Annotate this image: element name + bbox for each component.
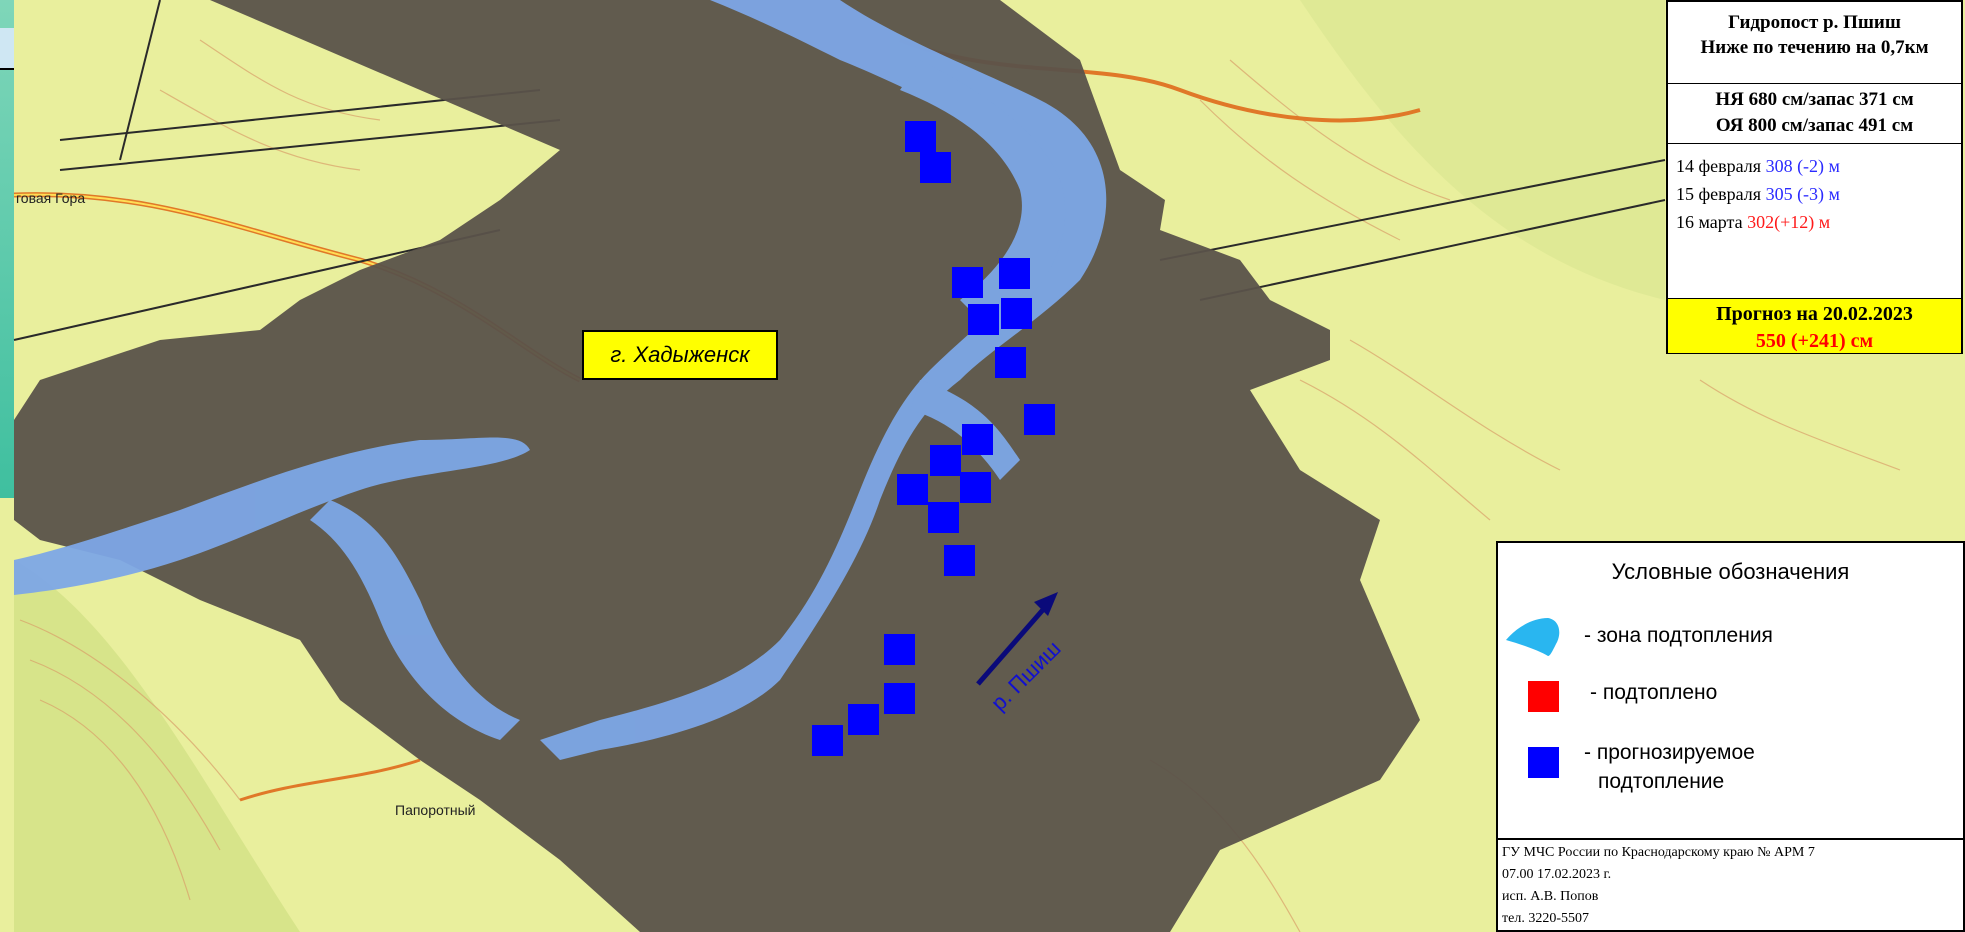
forecast-flood-marker xyxy=(962,424,993,455)
footer-phone: тел. 3220-5507 xyxy=(1502,911,1589,926)
forecast-title: Прогноз на 20.02.2023 xyxy=(1716,303,1913,325)
place-label-paporotny: Папоротный xyxy=(395,802,476,818)
forecast-flood-marker xyxy=(999,258,1030,289)
forecast-flood-marker xyxy=(944,545,975,576)
forecast-flood-marker xyxy=(905,121,936,152)
station-subtitle: Ниже по течению на 0,7км xyxy=(1700,37,1929,58)
place-label-gora: говая Гора xyxy=(16,190,85,206)
forecast-flood-marker xyxy=(897,474,928,505)
reading-value: 302(+12) xyxy=(1747,212,1815,232)
footer-date: 07.00 17.02.2023 г. xyxy=(1502,867,1612,882)
legend-title: Условные обозначения xyxy=(1611,559,1850,584)
forecast-flood-marker xyxy=(1024,404,1055,435)
forecast-value: 550 (+241) см xyxy=(1755,330,1874,352)
map-legend: Условные обозначения - зона подтопления … xyxy=(1496,541,1965,932)
flood-zone-swatch xyxy=(1506,618,1560,656)
legend-forecast-line1: - прогнозируемое xyxy=(1584,741,1755,764)
forecast-box: Прогноз на 20.02.2023 550 (+241) см xyxy=(1668,299,1961,353)
level-readings: 14 февраля 308 (-2) м 15 февраля 305 (-3… xyxy=(1668,144,1961,299)
legend-flood-zone: - зона подтопления xyxy=(1584,624,1773,647)
danger-levels: НЯ 680 см/запас 371 см ОЯ 800 см/запас 4… xyxy=(1668,84,1961,144)
forecast-flood-marker xyxy=(960,472,991,503)
contour-lines xyxy=(19,39,1901,932)
forecast-flood-marker xyxy=(848,704,879,735)
reading-unit: м xyxy=(1828,156,1840,176)
gauge-info-panel: Гидропост р. Пшиш Ниже по течению на 0,7… xyxy=(1666,0,1963,354)
footer-org: ГУ МЧС России по Краснодарскому краю № А… xyxy=(1502,845,1815,860)
legend-flooded: - подтоплено xyxy=(1590,681,1718,704)
forecast-flood-marker xyxy=(952,267,983,298)
reading-row: 15 февраля 305 (-3) м xyxy=(1676,180,1961,208)
town-label: г. Хадыженск xyxy=(582,330,778,380)
terrain-hill-top-right xyxy=(1300,0,1665,300)
river-arrow-head xyxy=(1034,592,1058,616)
reading-date: 16 марта xyxy=(1676,212,1743,232)
forecast-flood-marker xyxy=(812,725,843,756)
river-flow-arrow xyxy=(976,602,1050,686)
forecast-flood-marker xyxy=(995,347,1026,378)
reading-unit: м xyxy=(1828,184,1840,204)
reading-date: 15 февраля xyxy=(1676,184,1762,204)
reading-row: 14 февраля 308 (-2) м xyxy=(1676,152,1961,180)
legend-forecast-line2: подтопление xyxy=(1598,770,1725,793)
station-title: Гидропост р. Пшиш xyxy=(1728,12,1901,33)
flooded-swatch xyxy=(1528,681,1559,712)
reading-row: 16 марта 302(+12) м xyxy=(1676,208,1961,236)
reading-value: 308 (-2) xyxy=(1765,156,1825,176)
reading-unit: м xyxy=(1818,212,1831,232)
forecast-flood-marker xyxy=(928,502,959,533)
forecast-flood-marker xyxy=(920,152,951,183)
left-strip-tab xyxy=(0,28,14,70)
level-nya: НЯ 680 см/запас 371 см xyxy=(1715,89,1914,110)
reading-date: 14 февраля xyxy=(1676,156,1762,176)
reading-value: 305 (-3) xyxy=(1765,184,1825,204)
forecast-swatch xyxy=(1528,747,1559,778)
footer-author: исп. А.В. Попов xyxy=(1502,889,1599,904)
forecast-flood-marker xyxy=(968,304,999,335)
forecast-flood-marker xyxy=(930,445,961,476)
level-oya: ОЯ 800 см/запас 491 см xyxy=(1715,115,1914,136)
forecast-flood-marker xyxy=(884,634,915,665)
station-header: Гидропост р. Пшиш Ниже по течению на 0,7… xyxy=(1668,2,1961,84)
legend-footer: ГУ МЧС России по Краснодарскому краю № А… xyxy=(1498,838,1963,930)
forecast-flood-marker xyxy=(884,683,915,714)
forecast-flood-marker xyxy=(1001,298,1032,329)
